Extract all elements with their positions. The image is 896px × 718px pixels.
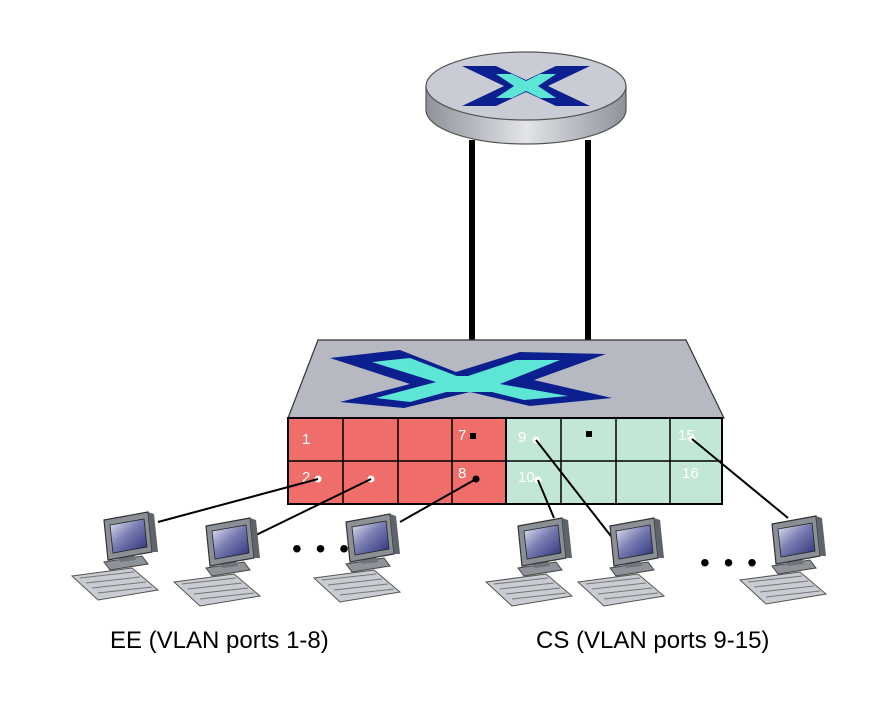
port-label-8: 8 (458, 465, 466, 482)
cs-more-hosts-ellipsis: • • • (700, 547, 760, 578)
port-label-7: 7 (458, 427, 466, 444)
router (425, 51, 627, 145)
port-label-16: 16 (682, 465, 699, 482)
port-label-10: 10 (518, 469, 535, 486)
router-icon (425, 51, 627, 145)
port-label-9: 9 (518, 429, 526, 446)
cs-vlan-caption: CS (VLAN ports 9-15) (536, 627, 769, 654)
ee-host-1 (71, 511, 159, 601)
ee-more-hosts-ellipsis: • • • (292, 533, 352, 564)
port-grid (288, 418, 722, 504)
host-wires (157, 438, 789, 541)
port-label-1: 1 (302, 431, 310, 448)
cs-host-1 (485, 517, 573, 607)
port-label-2: 2 (302, 469, 310, 486)
switch: 1 2 7 8 9 10 15 16 (287, 339, 725, 505)
cs-host-2 (577, 517, 665, 607)
switch-icon (287, 339, 725, 419)
ee-vlan-caption: EE (VLAN ports 1-8) (110, 627, 329, 654)
ee-host-2 (173, 517, 261, 607)
